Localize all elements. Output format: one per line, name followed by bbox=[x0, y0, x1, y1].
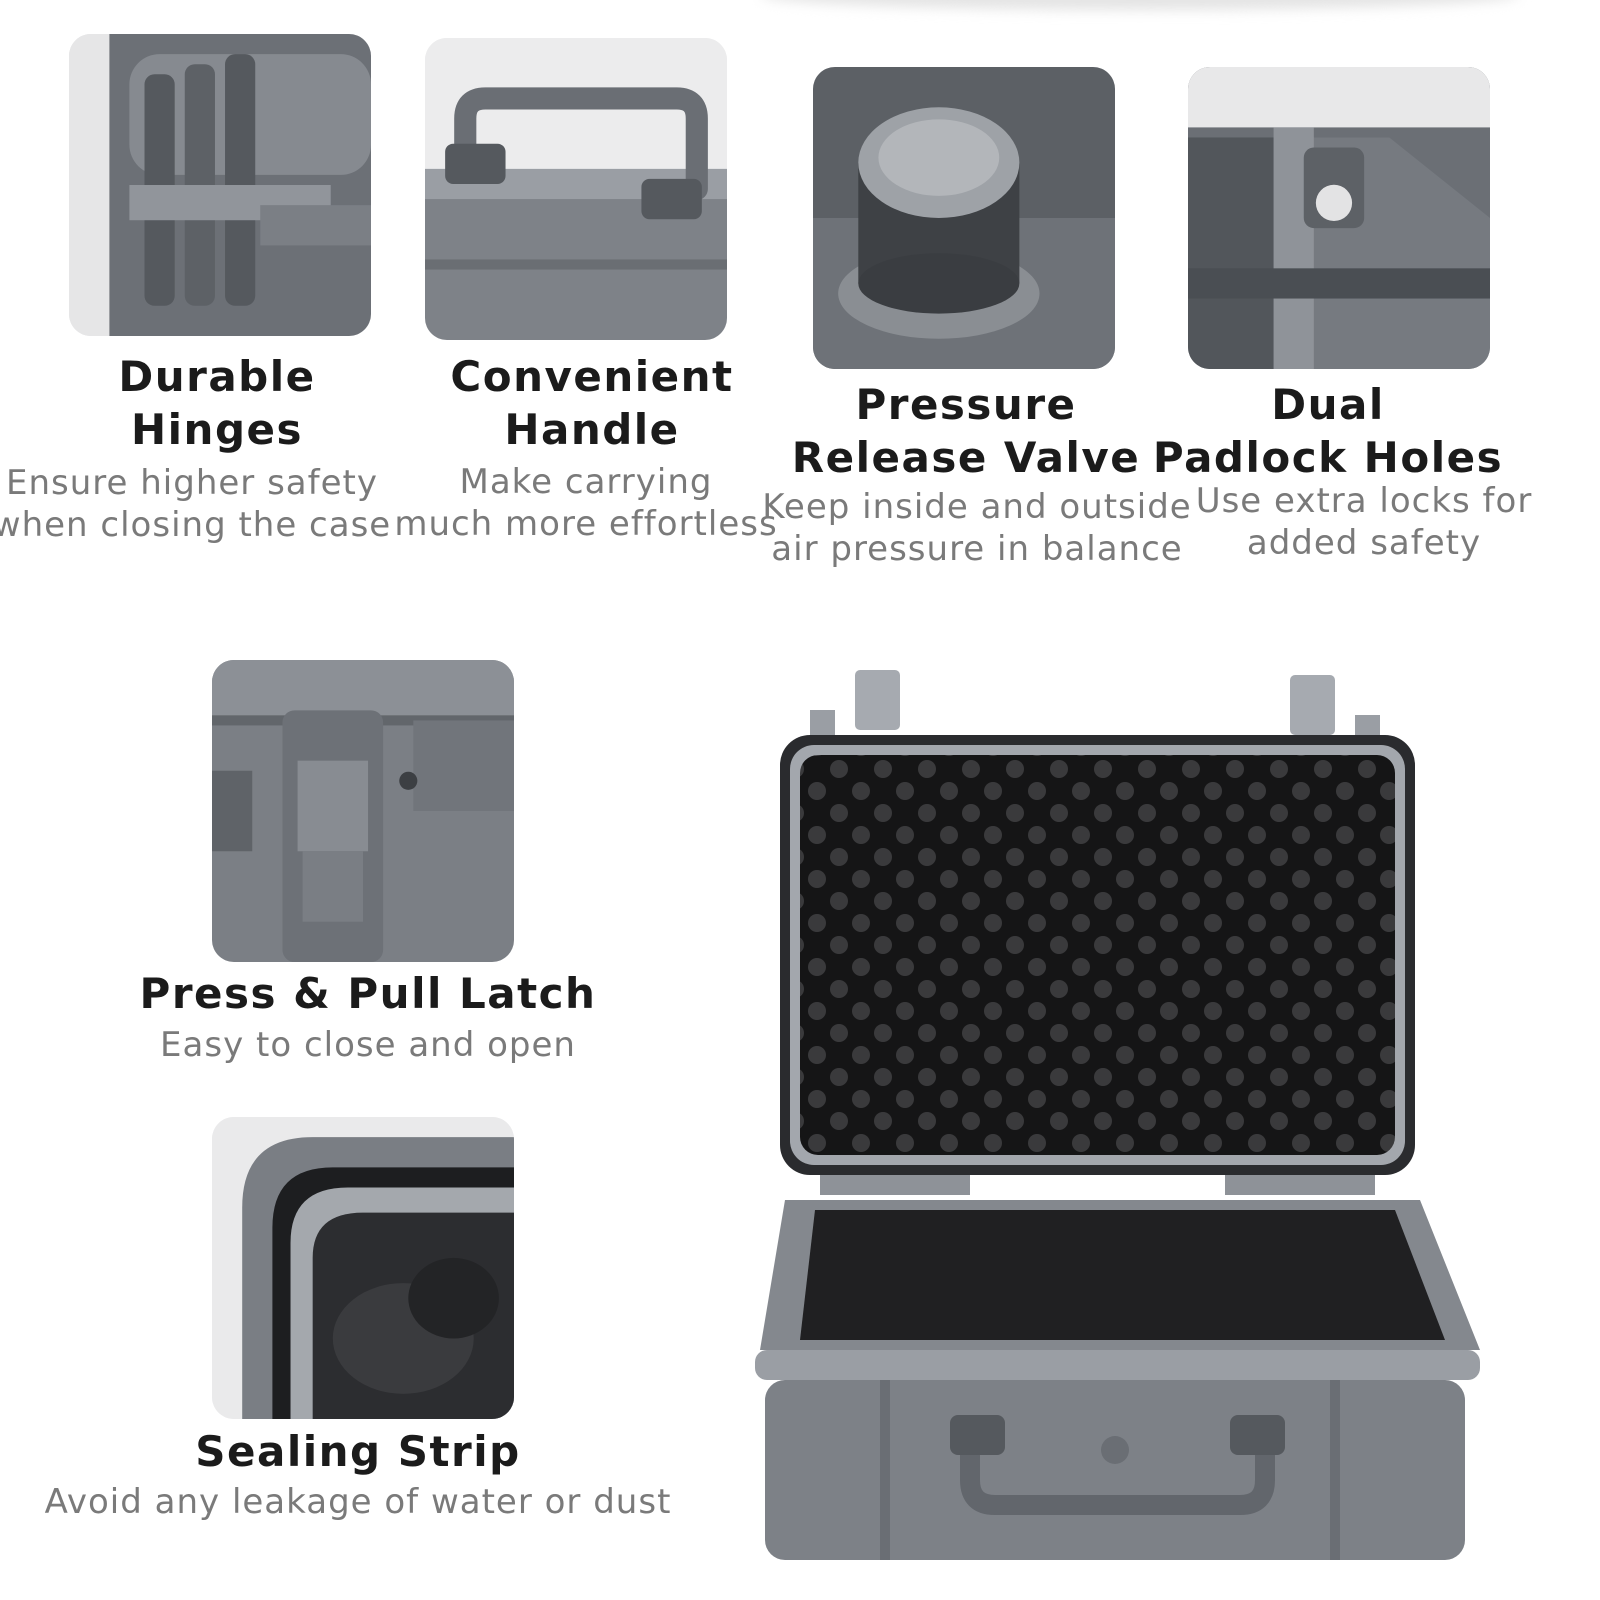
valve-icon bbox=[813, 67, 1115, 369]
feature-title: Sealing Strip bbox=[195, 1427, 521, 1476]
feature-description: Easy to close and open bbox=[160, 1025, 576, 1065]
handle-icon bbox=[425, 38, 727, 340]
latch-icon bbox=[212, 660, 514, 962]
padlock-hole-icon bbox=[1188, 67, 1490, 369]
feature-description: Avoid any leakage of water or dust bbox=[44, 1482, 672, 1522]
sealing-strip-icon bbox=[212, 1117, 514, 1419]
open-hard-case-icon bbox=[740, 670, 1520, 1570]
hinge-icon bbox=[69, 34, 371, 336]
top-shadow bbox=[760, 0, 1520, 10]
feature-title: Press & Pull Latch bbox=[139, 969, 597, 1018]
